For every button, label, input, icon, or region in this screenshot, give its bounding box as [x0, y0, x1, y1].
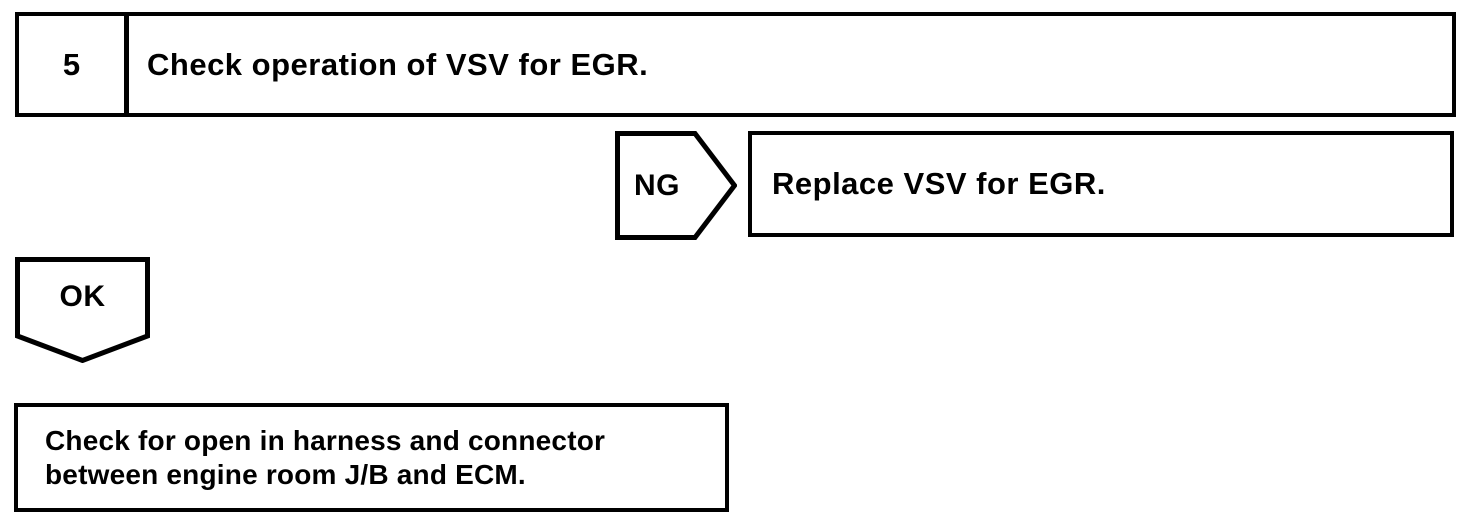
step-box: 5 Check operation of VSV for EGR.: [15, 12, 1456, 117]
step-instruction: Check operation of VSV for EGR.: [147, 46, 649, 82]
ok-result-line2: between engine room J/B and ECM.: [45, 458, 526, 490]
ng-connector: NG: [615, 131, 737, 240]
step-number: 5: [19, 16, 129, 113]
ok-result-line1: Check for open in harness and connector: [45, 424, 606, 456]
ok-result-box: Check for open in harness and connector …: [14, 403, 729, 512]
ng-connector-label: NG: [634, 168, 680, 202]
ng-arrow-icon: [615, 131, 737, 240]
ok-connector-label: OK: [59, 280, 106, 313]
ng-action-box: Replace VSV for EGR.: [748, 131, 1454, 237]
ok-connector: OK: [15, 257, 150, 363]
ok-arrow-icon: [15, 257, 150, 363]
